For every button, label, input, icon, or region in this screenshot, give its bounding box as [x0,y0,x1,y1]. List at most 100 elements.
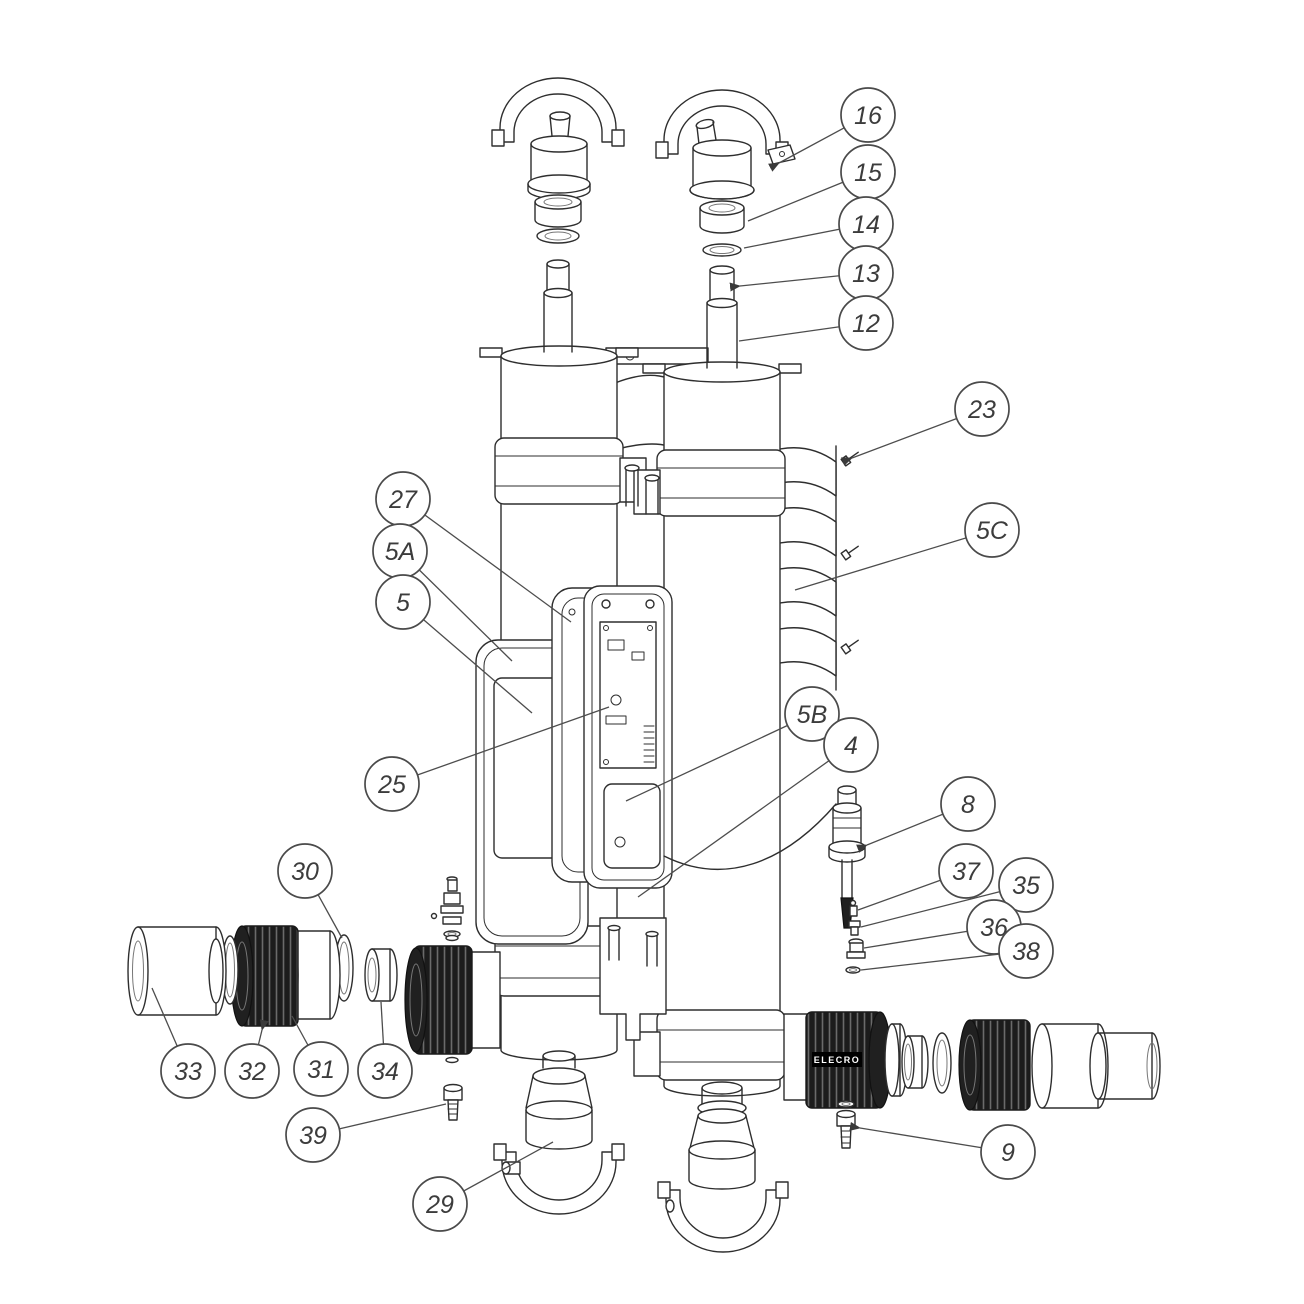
top-left-cap-assembly [491,77,625,353]
clamp-band-upper-right [633,449,786,517]
callout-34: 34 [357,1001,413,1099]
callout-balloon [998,923,1054,979]
bottom-right-cap-assembly [657,1081,789,1253]
callout-label: 15 [854,159,882,187]
callout-balloon [224,1043,280,1099]
drain-plug-right [836,1100,856,1149]
callout-27: 27 [375,471,572,623]
callout-balloon [293,1041,349,1097]
callout-13: 13 [729,245,894,301]
callout-9: 9 [849,1121,1036,1180]
callout-label: 31 [307,1056,335,1084]
callout-label: 5B [797,701,828,729]
callout-38: 38 [860,923,1054,979]
callout-32: 32 [224,1019,280,1099]
callout-balloon [840,87,896,143]
uv-chamber-right [642,361,802,1097]
callout-12: 12 [738,295,894,351]
bottom-left-cap-assembly [493,1050,625,1215]
union-ring-34 [364,948,398,1002]
callout-5: 5 [375,574,533,714]
callout-5A: 5A [372,523,513,662]
callout-balloon [954,381,1010,437]
callout-balloon [998,857,1054,913]
inlet-union-assembly [404,934,501,1064]
leader-line [860,884,1027,928]
callout-36: 36 [863,899,1022,955]
small-fittings-right [845,899,866,974]
callout-label: 35 [1012,872,1040,900]
callout-37: 37 [857,843,994,911]
callout-label: 4 [844,732,858,760]
callout-label: 39 [299,1122,327,1150]
callout-balloon [375,574,431,630]
callout-15: 15 [747,144,896,222]
callout-balloon [160,1043,216,1099]
callout-14: 14 [743,196,894,252]
callout-label: 30 [291,858,319,886]
retainer-clip [767,144,796,165]
callout-label: 33 [174,1058,202,1086]
callout-29: 29 [412,1141,554,1232]
callout-4: 4 [637,717,879,898]
leader-line [402,601,533,714]
callout-label: 32 [238,1058,266,1086]
callout-label: 5 [396,589,410,617]
center-bracket [599,917,667,1041]
brand-plate [812,1052,862,1067]
clamp-bolts-upper [624,464,660,515]
callout-label: 12 [852,310,880,338]
callout-16: 16 [768,87,896,172]
callout-label: 37 [952,858,981,886]
callout-label: 5A [385,538,416,566]
callout-label: 25 [377,771,406,799]
sensor-cable [663,803,837,870]
callout-label: 9 [1001,1139,1015,1167]
leader-line [625,713,813,802]
outlet-union-assembly: ELECRO [783,1011,1161,1111]
callout-balloon [938,843,994,899]
control-box [583,585,673,889]
callout-balloon [412,1176,468,1232]
callout-31: 31 [291,1015,349,1097]
callout-label: 5C [976,517,1009,545]
clamp-band-lower-right [633,1009,786,1081]
callout-balloon [277,843,333,899]
callout-balloon [980,1124,1036,1180]
callout-balloon [964,502,1020,558]
callout-balloon [823,717,879,773]
leader-line [637,744,852,898]
small-fittings-left [430,876,464,938]
callout-balloon [285,1107,341,1163]
callout-label: 29 [425,1191,454,1219]
callout-39: 39 [285,1103,447,1163]
callout-balloon [364,756,420,812]
callout-8: 8 [856,776,996,853]
leader-line [794,529,993,591]
callout-33: 33 [151,987,216,1099]
drain-plug-left [443,1083,463,1121]
callout-25: 25 [364,706,610,812]
brand-text: ELECRO [814,1055,861,1065]
top-right-cap-assembly [655,89,796,369]
callout-label: 8 [961,791,975,819]
uv-sensor [828,785,866,929]
callout-label: 14 [852,211,880,239]
callout-23: 23 [841,381,1010,466]
callout-balloon [838,295,894,351]
callout-label: 38 [1012,938,1040,966]
callout-label: 34 [371,1058,399,1086]
rail-screws [840,451,859,655]
clamp-band-upper-left [494,437,647,505]
callout-label: 13 [852,260,880,288]
callout-label: 16 [854,102,882,130]
callout-label: 23 [967,396,996,424]
callout-5C: 5C [794,502,1020,591]
leader-line [402,498,572,623]
callout-balloon [940,776,996,832]
callout-balloon [784,686,840,742]
leader-line [391,706,610,785]
